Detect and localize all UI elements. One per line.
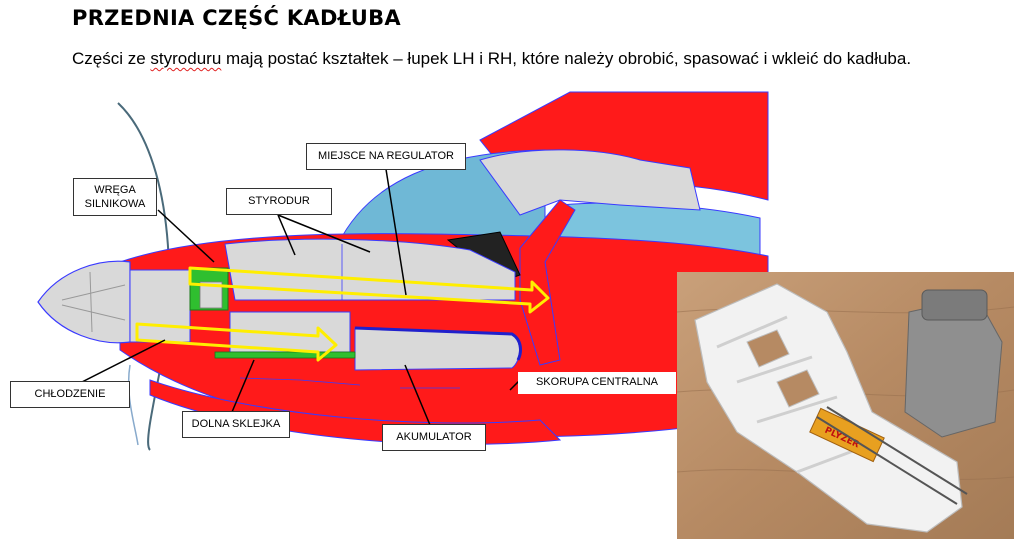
motor-can (199, 281, 223, 309)
leader-styrodur-a (277, 214, 296, 256)
bulkhead-frame (519, 199, 576, 366)
air-arrow-upper (188, 266, 550, 314)
lower-plywood-strip (214, 351, 356, 359)
leader-chlodzenie (79, 339, 166, 384)
spinner-detail (61, 271, 126, 333)
intro-text-end: mają postać kształtek – łupek LH i RH, k… (221, 49, 912, 68)
intro-text-start: Części ze (72, 49, 151, 68)
battery-top-edge (354, 326, 522, 361)
spinner-cone (37, 260, 131, 344)
cockpit-frame (479, 149, 701, 216)
lower-skin-lines (239, 377, 460, 389)
callout-akumulator: AKUMULATOR (382, 424, 486, 451)
carbon-rod-1 (826, 406, 968, 495)
leader-akumulator (404, 364, 431, 426)
propeller-blade-lower (127, 364, 139, 446)
motor-mount (129, 269, 191, 343)
carbon-rod-2 (816, 416, 958, 505)
callout-skorupa-centralna: SKORUPA CENTRALNA (518, 372, 676, 394)
frame-ribs (716, 315, 878, 474)
air-arrow-lower (135, 322, 338, 362)
frame-cutouts (746, 329, 820, 408)
callout-wrega-silnikowa: WRĘGA SILNIKOWA (73, 178, 157, 216)
intro-misspelled-word: styroduru (150, 49, 222, 68)
callout-dolna-sklejka: DOLNA SKLEJKA (182, 411, 290, 438)
leader-regulator (384, 162, 407, 296)
page-title: PRZEDNIA CZĘŚĆ KADŁUBA (72, 6, 401, 30)
leader-wrega (157, 209, 215, 263)
intro-paragraph: Części ze styroduru mają postać kształte… (72, 49, 911, 69)
leader-sklejka (231, 359, 255, 413)
callout-styrodur: STYRODUR (226, 188, 332, 215)
model-photo: PLYZER (677, 272, 1014, 539)
callout-chlodzenie: CHŁODZENIE (10, 381, 130, 408)
leader-lines (79, 162, 521, 426)
callout-miejsce-na-regulator: MIEJSCE NA REGULATOR (306, 143, 466, 170)
leader-styrodur-b (277, 214, 371, 253)
grey-cowling-top (921, 289, 988, 321)
